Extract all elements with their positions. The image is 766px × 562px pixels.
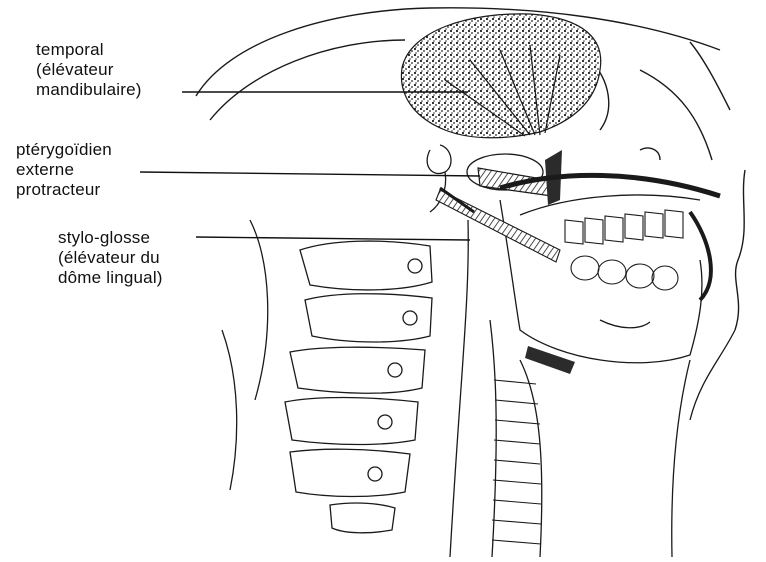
- temporal-muscle: [401, 14, 600, 138]
- hyoid-larynx: [490, 320, 575, 557]
- label-pterygoidien-line-1: ptérygoïdien: [16, 140, 112, 160]
- label-temporal: temporal (élévateur mandibulaire): [36, 40, 142, 100]
- label-stylo-glosse-line-3: dôme lingual): [58, 268, 163, 288]
- label-temporal-line-1: temporal: [36, 40, 142, 60]
- label-stylo-glosse-line-1: stylo-glosse: [58, 228, 163, 248]
- mandible-and-teeth: [500, 175, 720, 362]
- styloglossus-muscle: [436, 188, 560, 262]
- label-pterygoidien-line-3: protracteur: [16, 180, 112, 200]
- label-stylo-glosse: stylo-glosse (élévateur du dôme lingual): [58, 228, 163, 288]
- airway-outline: [450, 220, 735, 557]
- label-temporal-line-3: mandibulaire): [36, 80, 142, 100]
- stylo-glosse-leader-line: [196, 237, 470, 240]
- label-pterygoidien-line-2: externe: [16, 160, 112, 180]
- cervical-vertebrae: [222, 220, 432, 533]
- label-stylo-glosse-line-2: (élévateur du: [58, 248, 163, 268]
- pterygoid-leader-line: [140, 172, 480, 176]
- label-temporal-line-2: (élévateur: [36, 60, 142, 80]
- label-pterygoidien: ptérygoïdien externe protracteur: [16, 140, 112, 200]
